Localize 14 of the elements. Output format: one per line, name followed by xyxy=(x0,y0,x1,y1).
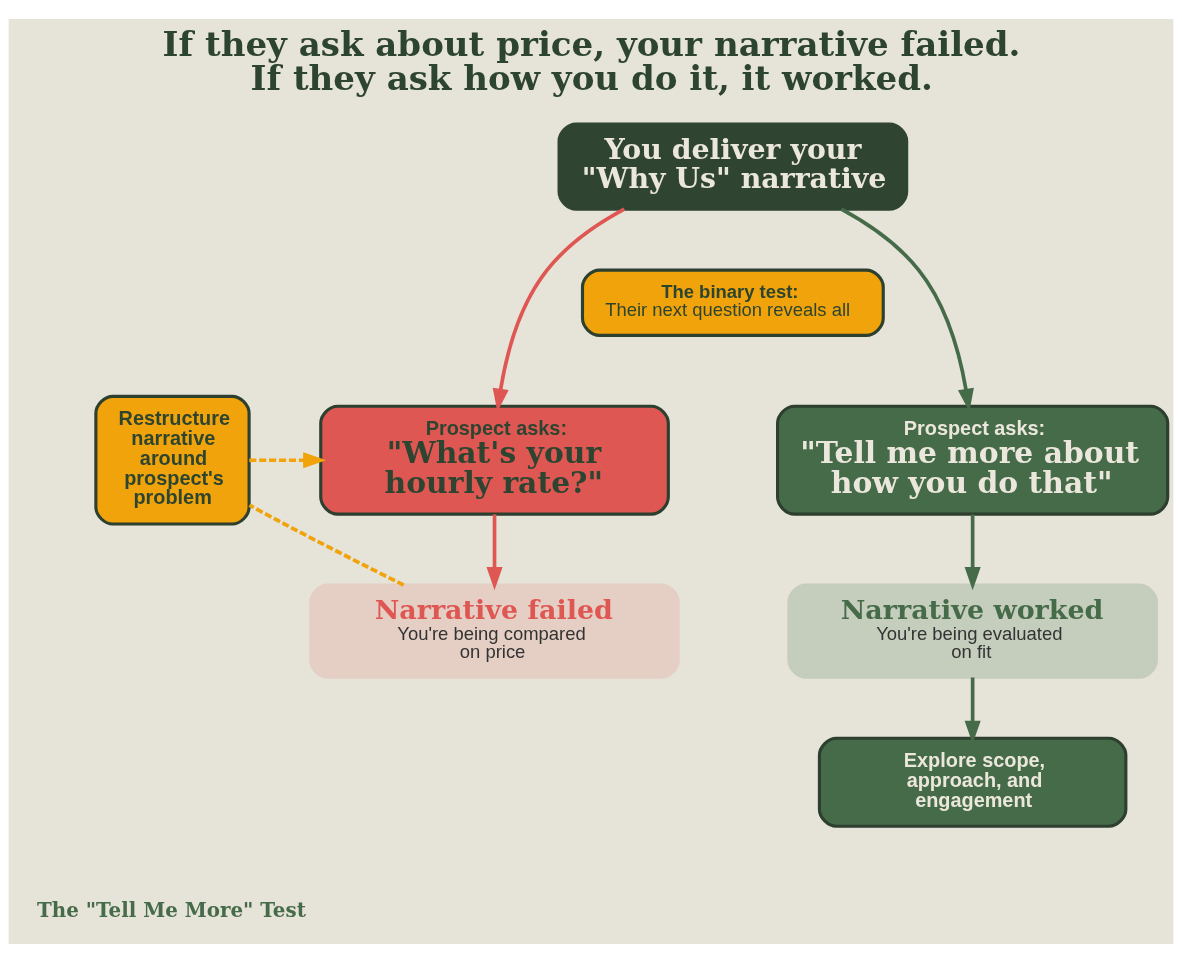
node-box: Narrative failed You're being compared on price xyxy=(309,583,680,679)
connector xyxy=(248,502,405,587)
caption: The "Tell Me More" Test xyxy=(36,897,306,922)
node-box: Prospect asks: "What's your hourly rate?" xyxy=(319,404,670,516)
node-box: The binary test: Their next question reveals all xyxy=(580,268,885,337)
node-box: Prospect asks: "Tell me more about how you do that" xyxy=(776,404,1170,516)
diagram-title: If they ask about price, your narrative failed. If they ask how you do it, it worked. xyxy=(162,23,1021,98)
arrow xyxy=(486,513,503,590)
arrow xyxy=(964,513,981,590)
node-box: Restructure narrative around prospect's problem xyxy=(94,394,251,526)
node-box: Explore scope, approach, and engagement xyxy=(817,736,1128,828)
node-box: You deliver your "Why Us" narrative xyxy=(557,121,909,211)
node-box: Narrative worked You're being evaluated on fit xyxy=(787,583,1158,679)
arrow xyxy=(249,451,327,468)
